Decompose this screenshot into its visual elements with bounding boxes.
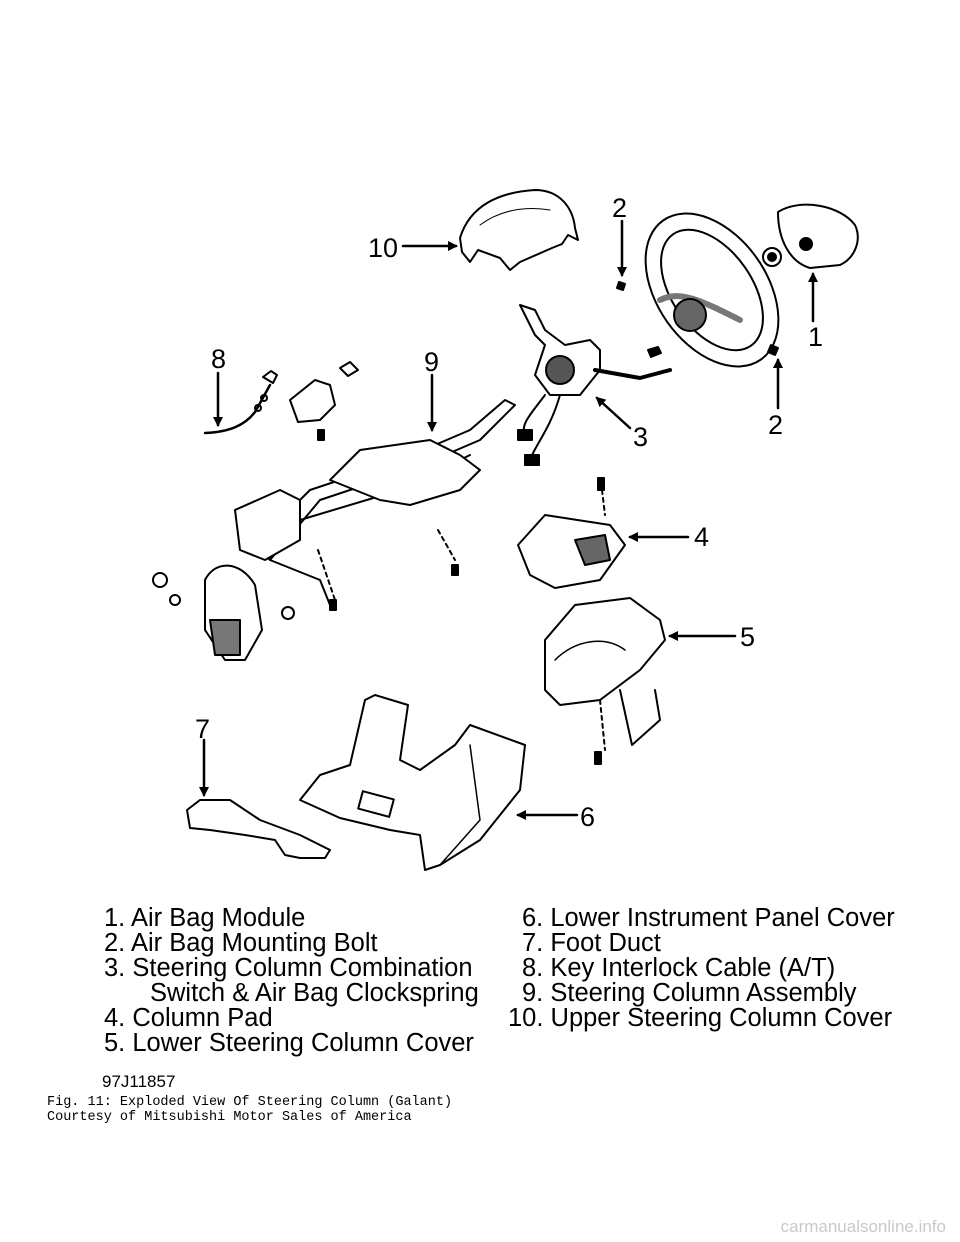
air-bag-bolt-upper [616,281,626,291]
upper-steering-column-cover-part [459,189,579,271]
callout-7: 7 [195,714,210,744]
legend-item-10: 10. Upper Steering Column Cover [508,1004,893,1032]
air-bag-bolt-lower [767,344,779,356]
legend-left-column: 1. Air Bag Module 2. Air Bag Mounting Bo… [104,904,479,1057]
callout-4: 4 [694,522,709,552]
steering-wheel-part [644,212,780,368]
legend-item-2: 2. Air Bag Mounting Bolt [104,929,378,957]
callout-10: 10 [368,233,398,263]
combination-switch-part [517,304,672,466]
legend-item-9: 9. Steering Column Assembly [522,979,857,1007]
legend-item-3: 3. Steering Column Combination [104,954,473,982]
callout-6: 6 [580,802,595,832]
legend-item-8: 8. Key Interlock Cable (A/T) [522,954,836,982]
legend-item-7: 7. Foot Duct [522,929,661,957]
legend-item-3-continued: Switch & Air Bag Clockspring [150,979,479,1007]
callout-2-upper: 2 [612,193,627,223]
column-pad-part [517,477,626,589]
key-interlock-cable-part [203,361,359,441]
legend-item-4: 4. Column Pad [104,1004,273,1032]
lower-instrument-panel-cover-part [299,694,526,871]
legend-item-1: 1. Air Bag Module [104,904,306,932]
callout-8: 8 [211,344,226,374]
callout-arrows [199,219,818,820]
callout-3: 3 [633,422,648,452]
callout-1: 1 [808,322,823,352]
lower-steering-column-cover-part [544,597,666,765]
watermark: carmanualsonline.info [780,1217,946,1236]
callout-2-lower: 2 [768,410,783,440]
callout-5: 5 [740,622,755,652]
steering-column-assembly-part [152,399,516,661]
figure-caption: Fig. 11: Exploded View Of Steering Colum… [47,1095,453,1110]
figure-id: 97J11857 [102,1072,176,1091]
foot-duct-part [186,799,331,859]
legend-right-column: 6. Lower Instrument Panel Cover 7. Foot … [508,904,895,1032]
callout-9: 9 [424,347,439,377]
air-bag-module-part [762,203,859,269]
legend-item-6: 6. Lower Instrument Panel Cover [522,904,895,932]
courtesy-line: Courtesy of Mitsubishi Motor Sales of Am… [47,1110,412,1125]
legend-item-5: 5. Lower Steering Column Cover [104,1029,474,1057]
